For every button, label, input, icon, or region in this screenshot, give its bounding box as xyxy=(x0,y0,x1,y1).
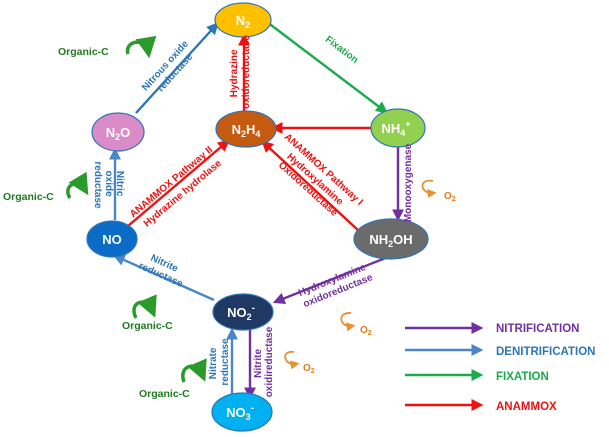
organic-c-group-2: Organic-C xyxy=(3,171,89,203)
svg-text:FIXATION: FIXATION xyxy=(496,371,549,383)
node-n2o-main: N xyxy=(106,125,115,140)
oxygen-group-2: O2 xyxy=(340,312,372,337)
organic-c-group-3: Organic-C xyxy=(122,294,173,332)
svg-text:ANAMMOX: ANAMMOX xyxy=(496,401,557,413)
node-n2h4-sub: 2 xyxy=(241,129,246,139)
oxygen-group-3: O2 xyxy=(284,351,315,375)
oxygen-curl-icon xyxy=(284,351,300,370)
node-nh4-sup: + xyxy=(405,119,410,129)
organic-c-curl-icon xyxy=(66,171,89,199)
svg-text:N2: N2 xyxy=(236,13,250,30)
node-n2h4-tail: H xyxy=(246,122,255,137)
label-nitrite-oxidireductase: Nitrite oxidireductase xyxy=(253,326,275,397)
node-n2-main: N xyxy=(236,13,245,28)
svg-text:NH4+: NH4+ xyxy=(381,119,410,138)
node-n2o-sub: 2 xyxy=(115,132,120,142)
svg-text:O2: O2 xyxy=(303,363,315,375)
label-nitrous-oxide-reductase: Nitrous oxide reductase xyxy=(140,37,202,102)
organic-c-label-1: Organic-C xyxy=(58,46,109,58)
organic-c-label-4: Organic-C xyxy=(139,388,190,400)
label-hydrazine-oxidoreductase: Hydrazine oxidoreductase xyxy=(229,35,252,109)
organic-c-label-3: Organic-C xyxy=(122,320,173,332)
svg-text:DENITRIFICATION: DENITRIFICATION xyxy=(496,346,595,358)
arrow-n2o-to-n2 xyxy=(135,22,219,114)
label-fixation: Fixation xyxy=(323,34,360,66)
label-nitric-oxide-reductase: Nitric oxide reductase xyxy=(92,161,125,209)
arrow-nh2oh-to-no2 xyxy=(272,255,389,305)
organic-c-curl-icon xyxy=(181,358,207,383)
arrow-no-to-n2h4 xyxy=(127,139,230,227)
node-no2-main: NO xyxy=(227,305,247,320)
node-n2h4: N2H4 xyxy=(215,110,277,148)
node-no2-sub: 2 xyxy=(247,312,252,322)
node-n2-sub: 2 xyxy=(245,20,250,30)
svg-text:N2O: N2O xyxy=(106,125,131,142)
label-anammox-pathway-i: ANAMMOX Pathway I Hydroxylamine Oxidored… xyxy=(265,132,367,229)
node-no2: NO2- xyxy=(212,293,274,331)
svg-text:O2: O2 xyxy=(444,191,456,203)
legend-item-fixation: FIXATION xyxy=(405,369,549,383)
node-no3-sup: - xyxy=(251,403,254,414)
legend: NITRIFICATION DENITRIFICATION FIXATION A… xyxy=(405,322,595,413)
node-no3-sub: 3 xyxy=(246,412,251,422)
node-no3: NO3- xyxy=(211,392,273,432)
legend-item-nitrification: NITRIFICATION xyxy=(405,322,579,335)
node-nh2oh-main: NH xyxy=(369,232,388,247)
oxygen-3-sub: 2 xyxy=(311,368,315,375)
node-n2: N2 xyxy=(214,2,272,38)
oxygen-1-main: O xyxy=(444,191,452,202)
node-no-main: NO xyxy=(102,232,122,247)
svg-text:NO2-: NO2- xyxy=(227,303,255,322)
node-nh2oh: NH2OH xyxy=(353,218,429,260)
oxygen-2-main: O xyxy=(360,325,368,336)
label-nitrate-reductase: Nitrate reductase xyxy=(208,338,231,386)
arrow-fixation-n2-to-nh4 xyxy=(266,21,388,114)
organic-c-label-2: Organic-C xyxy=(3,191,54,203)
legend-item-anammox: ANAMMOX xyxy=(405,399,557,413)
oxygen-1-sub: 2 xyxy=(452,196,456,203)
oxygen-2-sub: 2 xyxy=(368,330,372,337)
node-nh2oh-tail: OH xyxy=(393,232,413,247)
svg-text:NH2OH: NH2OH xyxy=(369,232,412,249)
node-n2h4-sub2: 4 xyxy=(255,129,260,139)
svg-text:NITRIFICATION: NITRIFICATION xyxy=(496,323,579,335)
label-anammox-pathway-ii: ANAMMOX Pathway II Hydrazine hydrolase xyxy=(128,143,228,233)
node-nh4-sub: 4 xyxy=(400,128,405,138)
node-n2o-tail: O xyxy=(120,125,130,140)
node-nh4-main: NH xyxy=(381,121,400,136)
label-monooxygenase: Monooxygenase xyxy=(403,143,414,222)
organic-c-group-4: Organic-C xyxy=(139,358,207,400)
organic-c-group-1: Organic-C xyxy=(58,35,157,59)
arrow-no2-to-no xyxy=(112,254,215,302)
node-n2o: N2O xyxy=(91,112,145,152)
svg-text:NO3-: NO3- xyxy=(226,403,254,422)
node-n2h4-main: N xyxy=(232,122,241,137)
node-nh2oh-sub: 2 xyxy=(388,239,393,249)
oxygen-curl-icon xyxy=(340,312,356,332)
arrow-nh2oh-to-n2h4 xyxy=(261,140,361,233)
oxygen-curl-icon xyxy=(421,179,437,198)
label-hydroxylamine-oxidoreductase: Hydroxylamine oxidoreductase xyxy=(297,261,375,310)
oxygen-3-main: O xyxy=(303,363,311,374)
svg-text:N2H4: N2H4 xyxy=(232,122,261,139)
node-no: NO xyxy=(86,220,138,258)
svg-text:O2: O2 xyxy=(360,325,372,337)
label-nitrite-reductase: Nitrite reductase xyxy=(137,250,190,290)
node-nh4: NH4+ xyxy=(370,108,426,148)
node-no3-main: NO xyxy=(226,405,246,420)
legend-item-denitrification: DENITRIFICATION xyxy=(405,344,595,358)
organic-c-curl-icon xyxy=(132,294,157,319)
oxygen-group-1: O2 xyxy=(421,179,456,203)
organic-c-curl-icon xyxy=(125,35,157,59)
node-no2-sup: - xyxy=(252,303,255,314)
